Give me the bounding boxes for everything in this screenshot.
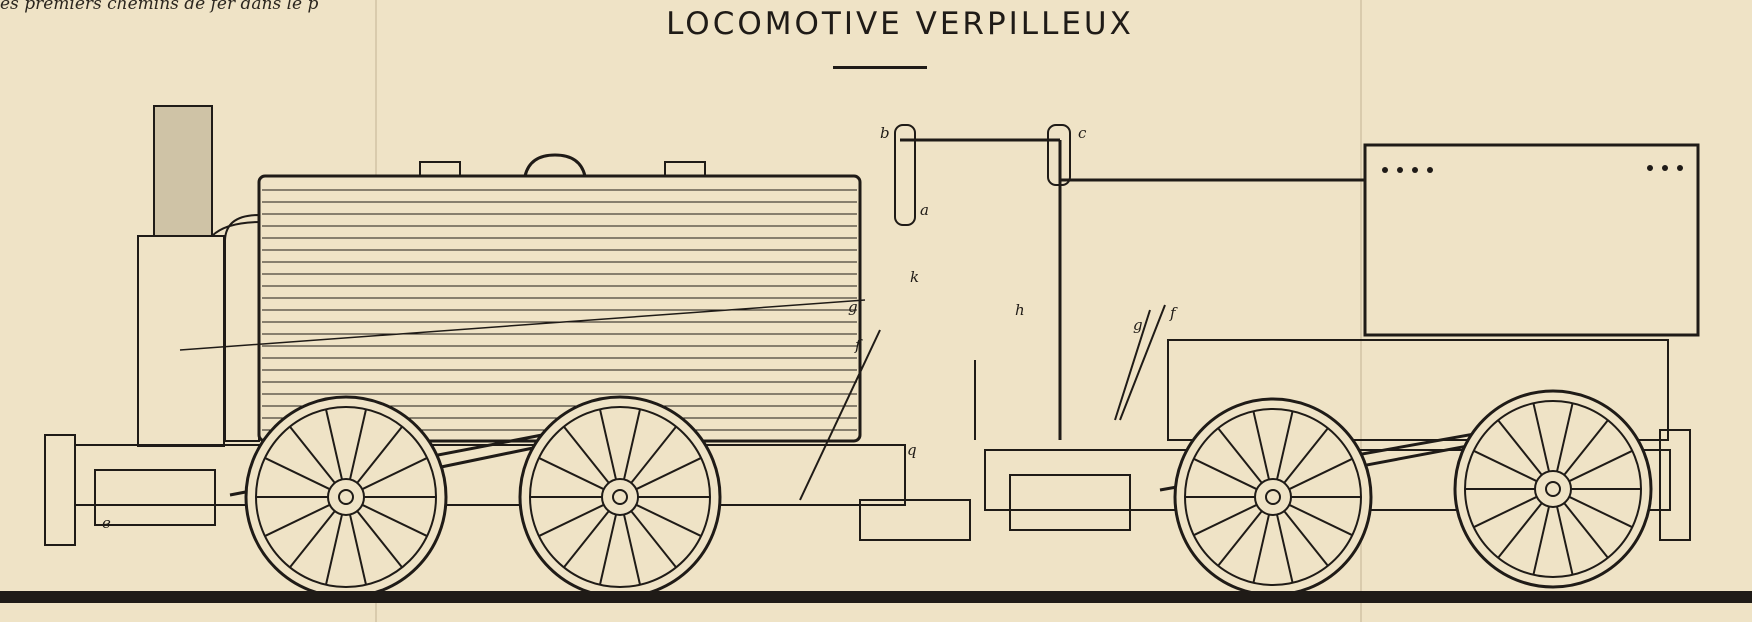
label-b: b: [880, 124, 890, 142]
wheel: [518, 395, 722, 599]
rail: [0, 591, 1752, 603]
cylinder-rear: [1009, 474, 1131, 531]
front-frame: [74, 444, 906, 506]
label-f: f: [854, 336, 863, 354]
safety-valve: [419, 161, 461, 177]
label-k: k: [910, 268, 919, 286]
label-g2: g: [1133, 316, 1143, 334]
label-e: e: [102, 514, 111, 532]
diagram-title: LOCOMOTIVE VERPILLEUX: [666, 6, 1134, 42]
coupling: [859, 499, 971, 541]
label-q: q: [907, 441, 917, 459]
wheel: [1453, 389, 1653, 589]
smokebox: [137, 235, 225, 447]
wheel: [1173, 397, 1373, 597]
buffer-rear: [1659, 429, 1691, 541]
label-g: g: [848, 298, 858, 316]
title-underline: [833, 66, 927, 69]
regulator-rod: [179, 299, 866, 351]
water-tank: [1363, 143, 1700, 337]
page-text-fragment: es premiers chemins de fer dans le p: [0, 0, 319, 14]
steam-pipe-c: [900, 138, 1365, 440]
label-h: h: [1015, 301, 1025, 319]
buffer-front: [44, 434, 76, 546]
label-a: a: [920, 201, 929, 219]
cylinder-front: [94, 469, 216, 526]
label-c: c: [1078, 124, 1087, 142]
steam-pipe: [211, 221, 263, 237]
levers: [974, 304, 1166, 440]
safety-valve: [664, 161, 706, 177]
label-f2: f: [1169, 304, 1178, 322]
wheel: [244, 395, 448, 599]
lever: [799, 329, 881, 501]
chimney-top: [153, 105, 213, 237]
page-fold: [1360, 0, 1362, 622]
tender-frame: [1167, 339, 1669, 441]
pipe-elbow-c: [1047, 124, 1071, 186]
boiler: [257, 174, 862, 443]
boiler-front: [224, 213, 260, 442]
steam-dome: [523, 153, 587, 177]
tank-rivets: [1382, 165, 1683, 173]
pipe-elbow-b: [894, 124, 916, 226]
